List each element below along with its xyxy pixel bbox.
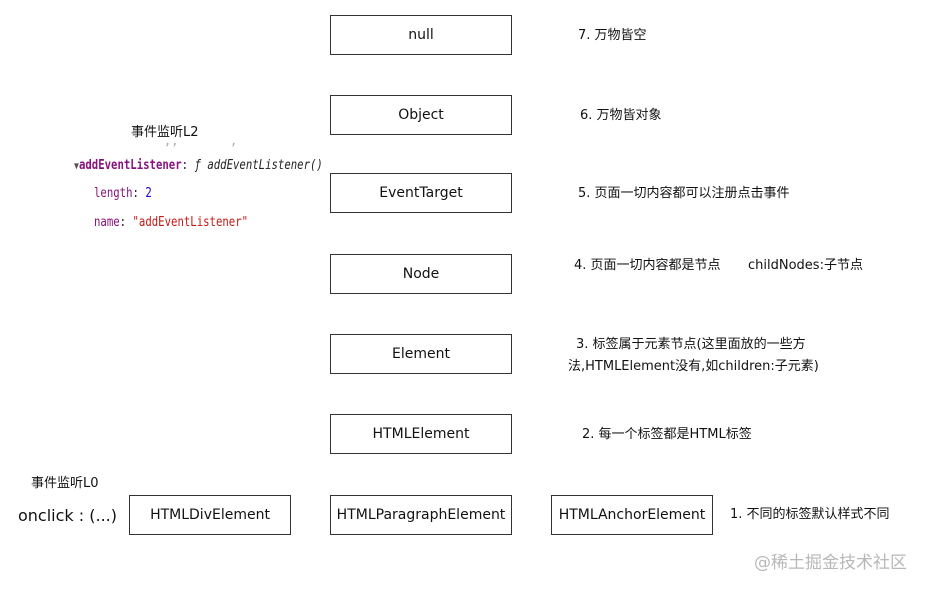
box-element: Element xyxy=(330,334,512,374)
box-event-target-label: EventTarget xyxy=(379,185,463,201)
code-f-symbol: ƒ xyxy=(194,158,208,173)
code-name-value: "addEventListener" xyxy=(132,215,249,230)
event-l0-label: 事件监听L0 xyxy=(31,476,99,491)
box-null: null xyxy=(330,15,512,55)
desc-5: 5. 页面一切内容都可以注册点击事件 xyxy=(578,186,790,201)
box-html-paragraph-element-label: HTMLParagraphElement xyxy=(336,507,506,523)
code-length-key: length xyxy=(94,186,133,201)
code-colon: : xyxy=(181,158,195,173)
code-line-name: name: "addEventListener" xyxy=(94,215,249,230)
box-null-label: null xyxy=(408,27,434,43)
desc-3-line2: 法,HTMLElement没有,如children:子元素) xyxy=(568,359,819,374)
code-length-value: 2 xyxy=(145,186,152,201)
desc-7: 7. 万物皆空 xyxy=(578,28,647,43)
watermark: @稀土掘金技术社区 xyxy=(754,553,907,573)
box-html-anchor-element-label: HTMLAnchorElement xyxy=(558,507,706,523)
code-prop-name: addEventListener xyxy=(78,158,182,173)
event-l2-label: 事件监听L2 xyxy=(131,125,199,140)
box-html-paragraph-element: HTMLParagraphElement xyxy=(330,495,512,535)
box-event-target: EventTarget xyxy=(330,173,512,213)
box-object: Object xyxy=(330,95,512,135)
desc-2: 2. 每一个标签都是HTML标签 xyxy=(582,427,752,442)
box-node-label: Node xyxy=(402,266,440,282)
code-name-key: name xyxy=(94,215,120,230)
desc-3-line1: 3. 标签属于元素节点(这里面放的一些方 xyxy=(576,337,806,352)
box-html-div-element: HTMLDivElement xyxy=(129,495,291,535)
box-html-element-label: HTMLElement xyxy=(372,426,470,442)
onclick-text: onclick : (...) xyxy=(18,506,117,525)
desc-4-extra: childNodes:子节点 xyxy=(748,258,863,273)
code-line-addeventlistener: ▼addEventListener: ƒ addEventListener() xyxy=(74,157,323,176)
box-html-element: HTMLElement xyxy=(330,414,512,454)
desc-6: 6. 万物皆对象 xyxy=(580,108,662,123)
box-element-label: Element xyxy=(392,346,450,362)
code-cutoff-line: ,, , xyxy=(164,140,238,148)
code-fn-signature: addEventListener() xyxy=(207,158,323,173)
box-node: Node xyxy=(330,254,512,294)
box-html-div-element-label: HTMLDivElement xyxy=(150,507,270,523)
code-line-length: length: 2 xyxy=(94,186,152,201)
box-object-label: Object xyxy=(398,107,444,123)
desc-4: 4. 页面一切内容都是节点 xyxy=(574,258,721,273)
expand-triangle-icon: ▼ xyxy=(74,161,79,172)
box-html-anchor-element: HTMLAnchorElement xyxy=(551,495,713,535)
desc-1: 1. 不同的标签默认样式不同 xyxy=(730,507,890,522)
